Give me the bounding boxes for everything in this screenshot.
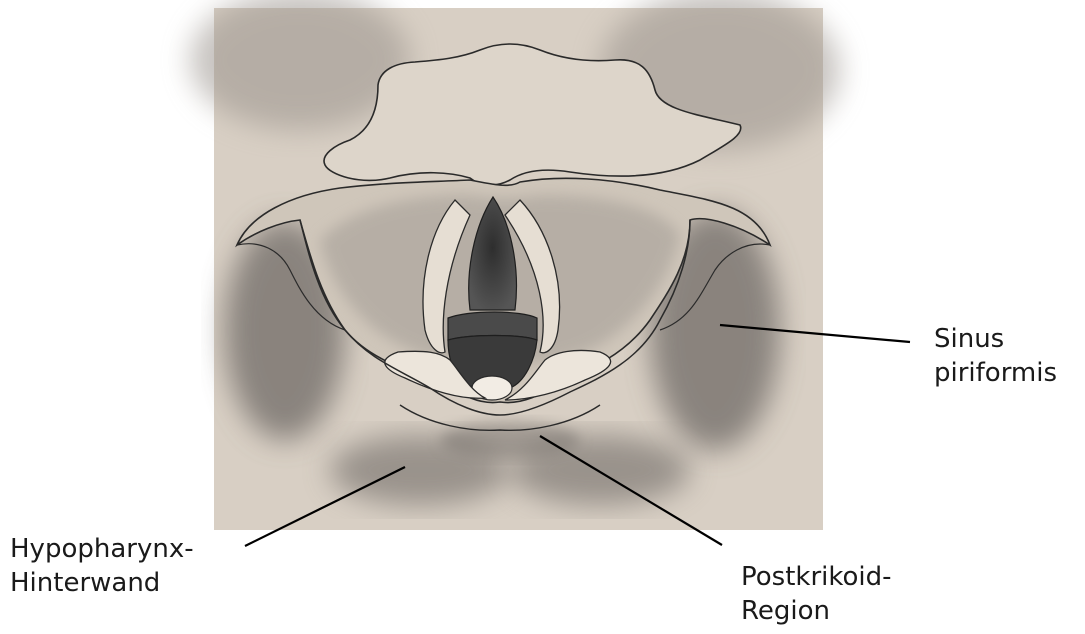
label-sinus-line1: Sinus (934, 322, 1057, 356)
label-hypopharynx-line2: Hinterwand (10, 566, 194, 600)
label-postkrikoid-line1: Postkrikoid- (741, 560, 892, 594)
label-postkrikoid-line2: Region (741, 594, 892, 628)
label-sinus-piriformis: Sinus piriformis (934, 322, 1057, 390)
label-hypopharynx-hinterwand: Hypopharynx- Hinterwand (10, 532, 194, 600)
label-postkrikoid-region: Postkrikoid- Region (741, 560, 892, 628)
label-sinus-line2: piriformis (934, 356, 1057, 390)
label-hypopharynx-line1: Hypopharynx- (10, 532, 194, 566)
